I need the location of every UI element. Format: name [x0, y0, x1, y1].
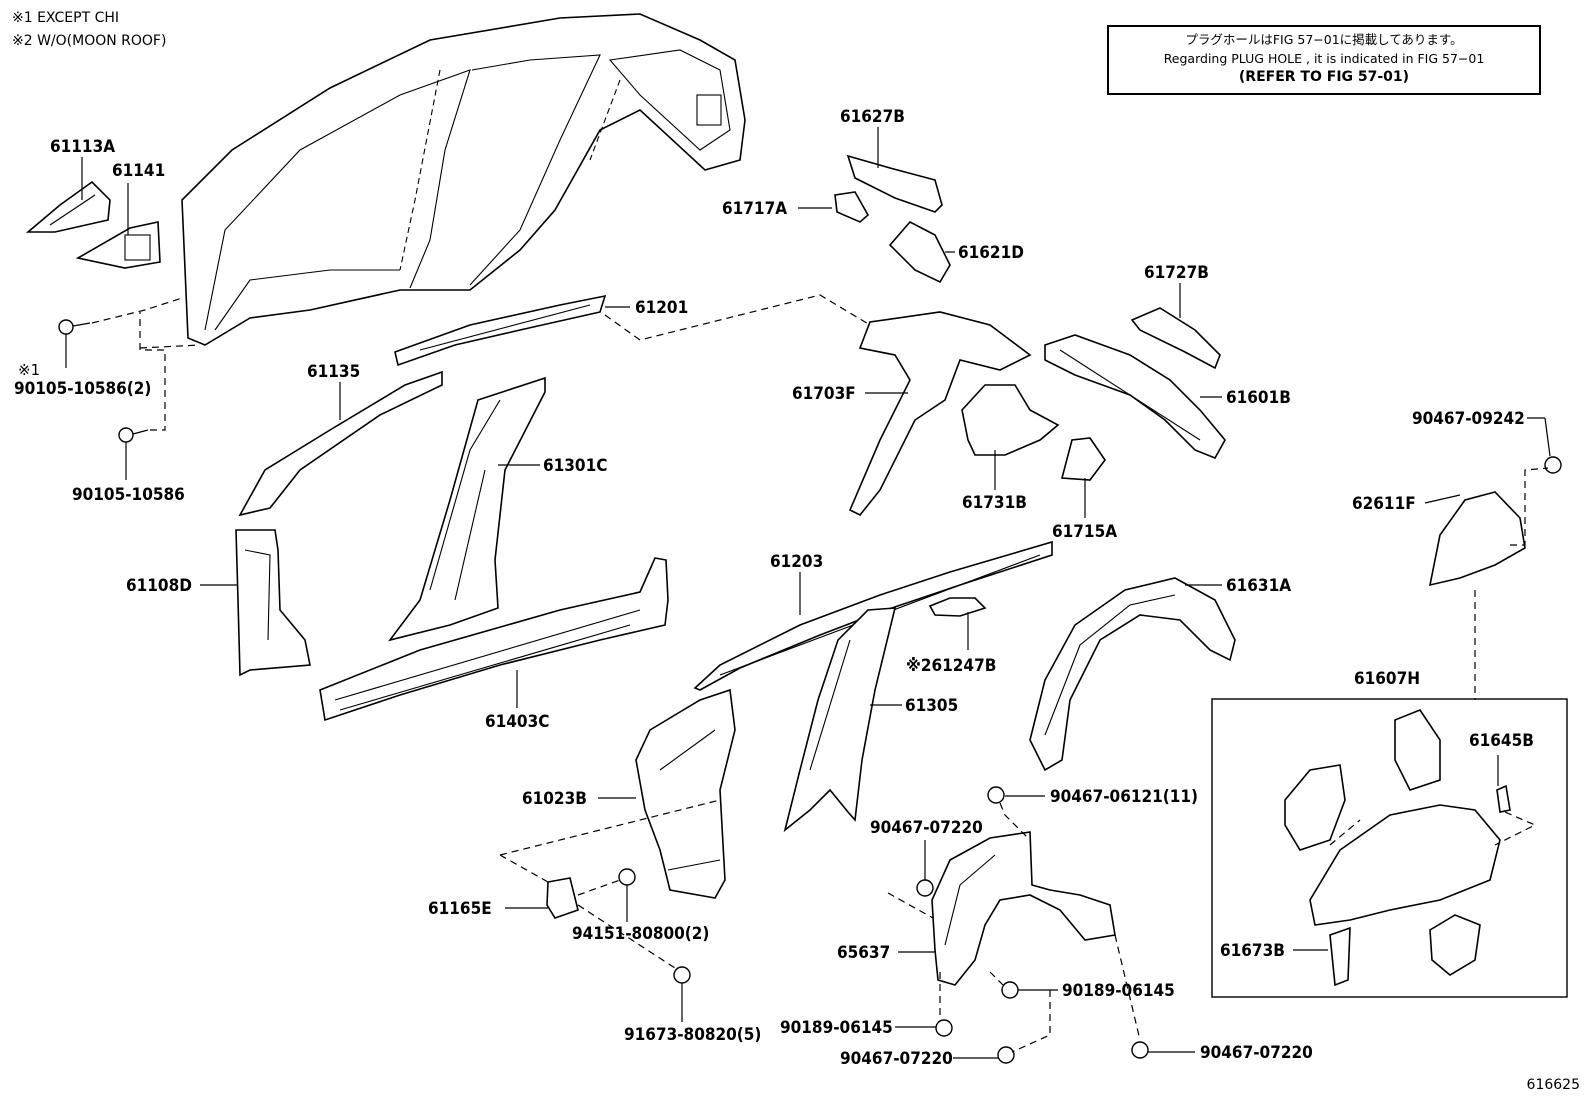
reference-line-refer: (REFER TO FIG 57-01) [1238, 69, 1410, 85]
label-61673B: 61673B [1220, 941, 1285, 961]
part-61627B-shape [846, 154, 943, 213]
part-61727B-shape [1130, 307, 1221, 370]
label-61731B: 61731B [962, 493, 1027, 513]
part-61108D-shape [235, 529, 311, 677]
part-61301C-shape [388, 376, 546, 642]
label-61717A: 61717A [722, 199, 787, 219]
clip-90189-06145-b [935, 1019, 953, 1037]
group-box-61607H [1211, 698, 1568, 998]
label-61645B: 61645B [1469, 731, 1534, 751]
clip-90467-07220-b [997, 1046, 1015, 1064]
reference-box: プラグホールはFIG 57−01に掲載してあります。 Regarding PLU… [1107, 25, 1541, 95]
part-61135-shape [238, 370, 443, 517]
label-61627B: 61627B [840, 107, 905, 127]
clip-90467-09242 [1544, 456, 1562, 474]
label-61601B: 61601B [1226, 388, 1291, 408]
part-61403C-shape [319, 557, 669, 722]
label-90467-07220-b: 90467-07220 [840, 1049, 953, 1069]
label-61715A: 61715A [1052, 522, 1117, 542]
part-61717A-shape [834, 191, 870, 223]
label-61621D: 61621D [958, 243, 1024, 263]
label-90105-10586-2: 90105-10586(2) [14, 379, 151, 399]
reference-line-en: Regarding PLUG HOLE , it is indicated in… [1163, 51, 1485, 66]
label-61247B: ※261247B [906, 656, 996, 676]
part-61247B-shape [928, 597, 987, 617]
part-65637-shape [931, 831, 1116, 986]
part-61305-shape [783, 607, 897, 833]
label-61403C: 61403C [485, 712, 549, 732]
label-94151-80800: 94151-80800(2) [572, 924, 709, 944]
label-61631A: 61631A [1226, 576, 1291, 596]
label-61201: 61201 [635, 298, 688, 318]
label-61113A: 61113A [50, 137, 115, 157]
label-91673-80820: 91673-80820(5) [624, 1025, 761, 1045]
label-61203: 61203 [770, 552, 823, 572]
part-61601B-shape [1044, 334, 1226, 460]
label-62611F: 62611F [1352, 494, 1416, 514]
label-65637: 65637 [837, 943, 890, 963]
label-90467-07220-a: 90467-07220 [870, 818, 983, 838]
figure-number: 616625 [1526, 1077, 1580, 1093]
bolt-90105-10586-upper [58, 319, 91, 335]
label-61108D: 61108D [126, 576, 192, 596]
label-61703F: 61703F [792, 384, 856, 404]
relation-lines [499, 294, 1549, 1053]
part-61703F-shape [848, 311, 1032, 517]
part-61113A-shape [25, 180, 111, 233]
part-61201-shape [394, 294, 607, 367]
label-61607H: 61607H [1354, 669, 1420, 689]
part-61607H-shapes [1284, 709, 1511, 987]
part-61141-shape [75, 221, 161, 269]
part-61165E-shape [546, 877, 579, 919]
label-90467-07220-c: 90467-07220 [1200, 1043, 1313, 1063]
label-61727B: 61727B [1144, 263, 1209, 283]
label-61301C: 61301C [543, 456, 607, 476]
label-note-mark-1: ※1 [18, 361, 40, 379]
label-61023B: 61023B [522, 789, 587, 809]
part-62611F-shape [1428, 491, 1526, 587]
nut-94151-80800 [618, 868, 636, 886]
clip-90189-06145-a [1001, 981, 1019, 999]
body-side-outer-panel [181, 13, 746, 346]
note-wo-moon-roof: ※2 W/O(MOON ROOF) [12, 33, 167, 49]
label-90467-09242: 90467-09242 [1412, 409, 1525, 429]
label-90189-06145-a: 90189-06145 [1062, 981, 1175, 1001]
part-61023B-shape [635, 688, 736, 899]
label-61141: 61141 [112, 161, 165, 181]
part-61621D-shape [888, 220, 951, 284]
label-61135: 61135 [307, 362, 360, 382]
part-labels: 61113A 61141 ※1 90105-10586(2) 90105-105… [14, 107, 1534, 1069]
label-90189-06145-b: 90189-06145 [780, 1018, 893, 1038]
part-61715A-shape [1060, 437, 1106, 481]
label-90467-06121: 90467-06121(11) [1050, 787, 1198, 807]
label-61165E: 61165E [428, 899, 492, 919]
clip-90467-06121 [987, 786, 1005, 804]
clip-90467-07220-c [1131, 1041, 1149, 1059]
part-61731B-shape [961, 384, 1060, 456]
bolt-91673-80820 [673, 966, 691, 984]
note-except-chi: ※1 EXCEPT CHI [12, 10, 120, 26]
leader-lines [65, 127, 1551, 1059]
part-61631A-shape [1029, 577, 1236, 772]
reference-line-jp: プラグホールはFIG 57−01に掲載してあります。 [1185, 32, 1463, 47]
label-61305: 61305 [905, 696, 958, 716]
label-90105-10586: 90105-10586 [72, 485, 185, 505]
bolt-90105-10586-lower [118, 427, 149, 443]
clip-90467-07220-a [916, 879, 934, 897]
